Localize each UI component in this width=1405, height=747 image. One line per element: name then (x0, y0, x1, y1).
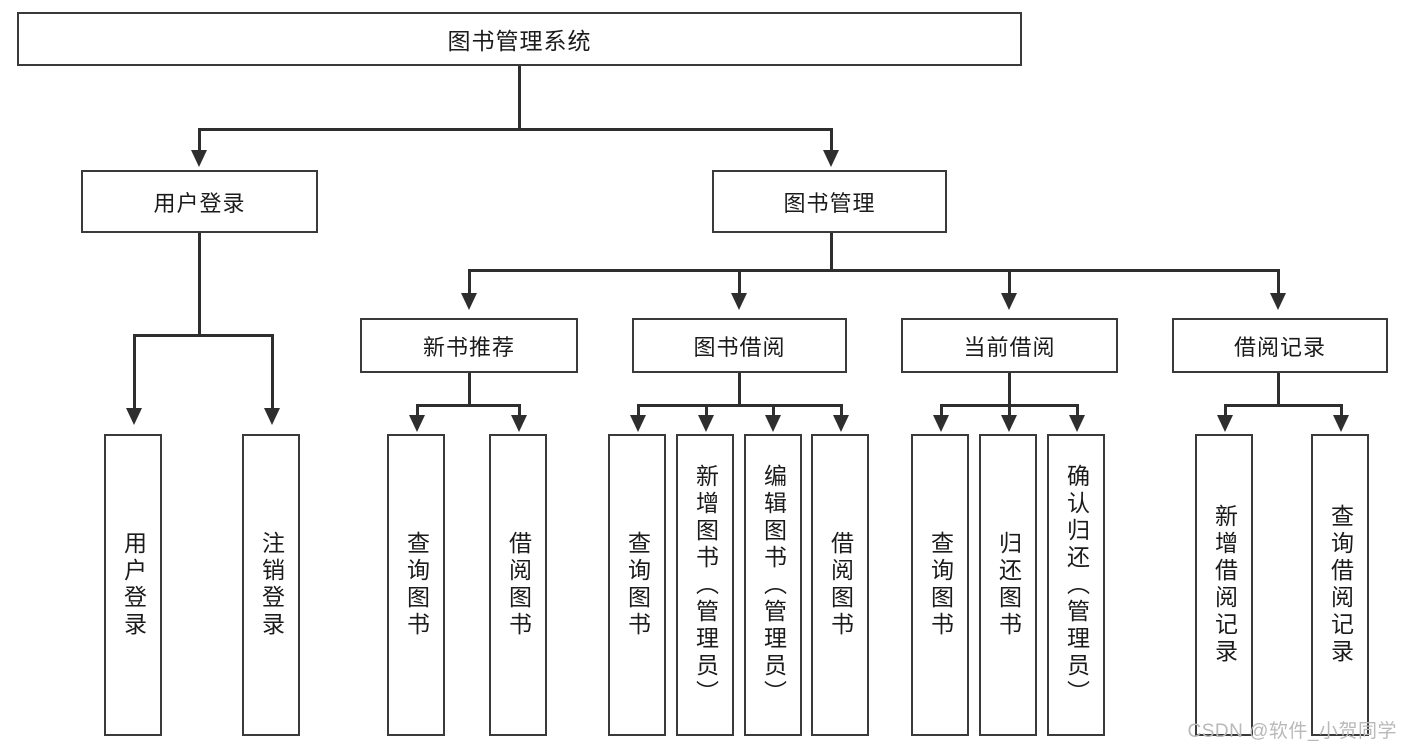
leaf-label: 确认归还（管理员） (1063, 463, 1090, 707)
arrowhead-book-borrow-l2 (698, 415, 714, 432)
arrowhead-book-borrow-l4 (833, 415, 849, 432)
leaf-label: 注销登录 (258, 531, 285, 639)
connector-book-borrow-l1 (637, 404, 640, 417)
connector-new-book-bar (416, 404, 521, 407)
arrowhead-to-user-login (191, 150, 207, 167)
arrowhead-new-book-l2 (511, 415, 527, 432)
node-borrow-record[interactable]: 借阅记录 (1172, 318, 1388, 373)
leaf-user-login-login[interactable]: 用户登录 (104, 434, 162, 736)
arrowhead-book-borrow-l3 (765, 415, 781, 432)
connector-current-borrow-l1 (940, 404, 943, 417)
node-label: 借阅记录 (1233, 334, 1326, 360)
node-root-book-management-system[interactable]: 图书管理系统 (17, 12, 1022, 66)
arrowhead-user-login-leaf2 (264, 408, 280, 425)
leaf-label: 归还图书 (995, 531, 1022, 639)
connector-book-borrow-bar (637, 404, 843, 407)
leaf-user-login-logout[interactable]: 注销登录 (242, 434, 300, 736)
leaf-label: 查询图书 (927, 531, 954, 639)
leaf-borrow-record-query-record[interactable]: 查询借阅记录 (1311, 434, 1369, 736)
connector-user-login-bar (133, 334, 274, 337)
connector-book-manage-c2 (738, 269, 741, 293)
node-label: 当前借阅 (963, 334, 1056, 360)
leaf-current-borrow-query-book[interactable]: 查询图书 (911, 434, 969, 736)
leaf-label: 查询借阅记录 (1327, 504, 1354, 666)
node-current-borrow[interactable]: 当前借阅 (901, 318, 1118, 373)
connector-user-login-stem (198, 233, 201, 336)
leaf-label: 编辑图书（管理员） (760, 463, 787, 707)
leaf-borrow-record-add-record[interactable]: 新增借阅记录 (1195, 434, 1253, 736)
arrowhead-book-borrow-l1 (630, 415, 646, 432)
node-new-book-recommend[interactable]: 新书推荐 (360, 318, 578, 373)
connector-current-borrow-l3 (1076, 404, 1079, 417)
leaf-label: 查询图书 (403, 531, 430, 639)
connector-book-borrow-l2 (705, 404, 708, 417)
connector-new-book-stem (468, 373, 471, 406)
leaf-label: 用户登录 (120, 531, 147, 639)
leaf-label: 查询图书 (624, 531, 651, 639)
arrowhead-borrow-record-l2 (1333, 415, 1349, 432)
leaf-label: 借阅图书 (827, 531, 854, 639)
connector-current-borrow-stem (1008, 373, 1011, 406)
arrowhead-new-book-l1 (409, 415, 425, 432)
leaf-label: 新增借阅记录 (1211, 504, 1238, 666)
leaf-book-borrow-borrow-book[interactable]: 借阅图书 (811, 434, 869, 736)
connector-book-borrow-l3 (772, 404, 775, 417)
node-label: 图书管理 (783, 190, 876, 216)
leaf-label: 新增图书（管理员） (692, 463, 719, 707)
connector-borrow-record-bar (1224, 404, 1343, 407)
node-label: 图书管理系统 (447, 28, 592, 54)
connector-new-book-l2 (518, 404, 521, 417)
leaf-book-borrow-query-book[interactable]: 查询图书 (608, 434, 666, 736)
arrowhead-current-borrow (1001, 293, 1017, 310)
connector-book-manage-c4 (1277, 269, 1280, 293)
leaf-current-borrow-return-book[interactable]: 归还图书 (979, 434, 1037, 736)
connector-book-manage-stem (830, 233, 833, 271)
arrowhead-borrow-record (1270, 293, 1286, 310)
arrowhead-new-book-rec (461, 293, 477, 310)
connector-root-to-user-login (198, 128, 201, 150)
leaf-book-borrow-edit-book-admin[interactable]: 编辑图书（管理员） (744, 434, 802, 736)
arrowhead-to-book-manage (823, 150, 839, 167)
connector-book-manage-c3 (1008, 269, 1011, 293)
node-book-management[interactable]: 图书管理 (712, 170, 947, 233)
connector-borrow-record-l2 (1340, 404, 1343, 417)
connector-borrow-record-l1 (1224, 404, 1227, 417)
arrowhead-borrow-record-l1 (1217, 415, 1233, 432)
connector-current-borrow-l2 (1008, 404, 1011, 417)
leaf-new-book-borrow-book[interactable]: 借阅图书 (489, 434, 547, 736)
connector-book-borrow-l4 (840, 404, 843, 417)
connector-user-login-leaf1 (133, 334, 136, 408)
connector-new-book-l1 (416, 404, 419, 417)
arrowhead-current-borrow-l1 (933, 415, 949, 432)
connector-book-borrow-stem (738, 373, 741, 406)
leaf-current-borrow-confirm-return-admin[interactable]: 确认归还（管理员） (1047, 434, 1105, 736)
leaf-book-borrow-add-book-admin[interactable]: 新增图书（管理员） (676, 434, 734, 736)
connector-user-login-leaf2 (271, 334, 274, 408)
arrowhead-current-borrow-l2 (1001, 415, 1017, 432)
connector-book-manage-c1 (468, 269, 471, 293)
connector-borrow-record-stem (1277, 373, 1280, 406)
node-label: 新书推荐 (422, 334, 515, 360)
connector-root-stem (518, 66, 521, 130)
connector-book-manage-bar (468, 269, 1280, 272)
arrowhead-current-borrow-l3 (1069, 415, 1085, 432)
node-user-login[interactable]: 用户登录 (81, 170, 318, 233)
arrowhead-user-login-leaf1 (126, 408, 142, 425)
connector-root-to-book-manage (830, 128, 833, 150)
node-label: 用户登录 (153, 190, 246, 216)
arrowhead-book-borrow (731, 293, 747, 310)
csdn-watermark: CSDN @软件_小贺同学 (1187, 721, 1397, 742)
leaf-new-book-query-book[interactable]: 查询图书 (387, 434, 445, 736)
leaf-label: 借阅图书 (505, 531, 532, 639)
connector-root-bar (198, 128, 832, 131)
node-label: 图书借阅 (693, 334, 786, 360)
node-book-borrow[interactable]: 图书借阅 (632, 318, 847, 373)
